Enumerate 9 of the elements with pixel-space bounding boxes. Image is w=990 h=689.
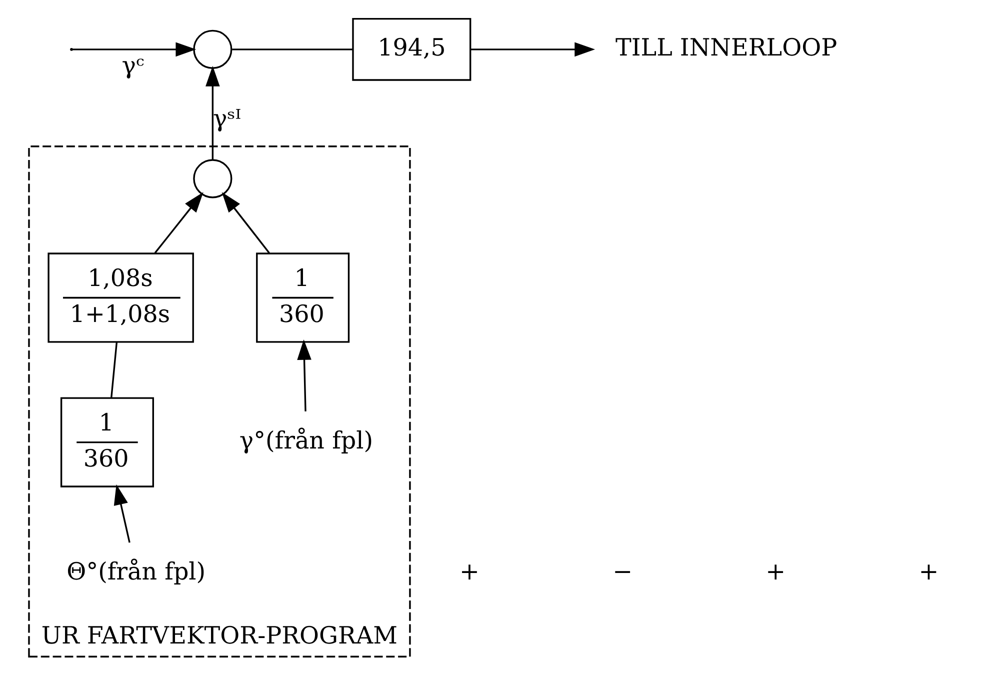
node-text: TILL INNERLOOP: [616, 34, 838, 62]
label: +: [766, 558, 786, 586]
edge-label: γˢᴵ: [213, 104, 242, 132]
node-text: γ°(från fpl): [239, 426, 374, 455]
label: +: [918, 558, 939, 586]
edge-label: γᶜ: [122, 52, 144, 80]
label: +: [460, 558, 480, 586]
label: −: [612, 558, 633, 586]
node-text: Θ°(från fpl): [66, 558, 206, 586]
